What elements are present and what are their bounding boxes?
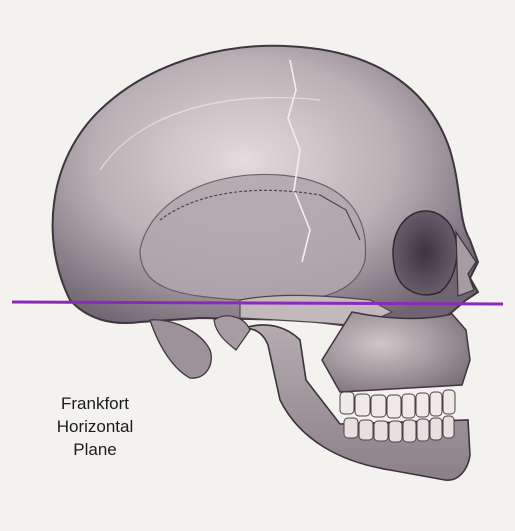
plane-label-line-1: Frankfort [30, 392, 160, 415]
orbit [393, 211, 457, 295]
upper-teeth [340, 390, 455, 418]
mandible-condyle [214, 316, 250, 350]
lower-teeth [344, 416, 454, 442]
plane-label-line-2: Horizontal [30, 415, 160, 438]
frankfort-plane-line [12, 302, 503, 304]
plane-label-line-3: Plane [30, 438, 160, 461]
mastoid-process [150, 320, 211, 378]
plane-label: Frankfort Horizontal Plane [30, 392, 160, 461]
maxilla [322, 312, 470, 392]
